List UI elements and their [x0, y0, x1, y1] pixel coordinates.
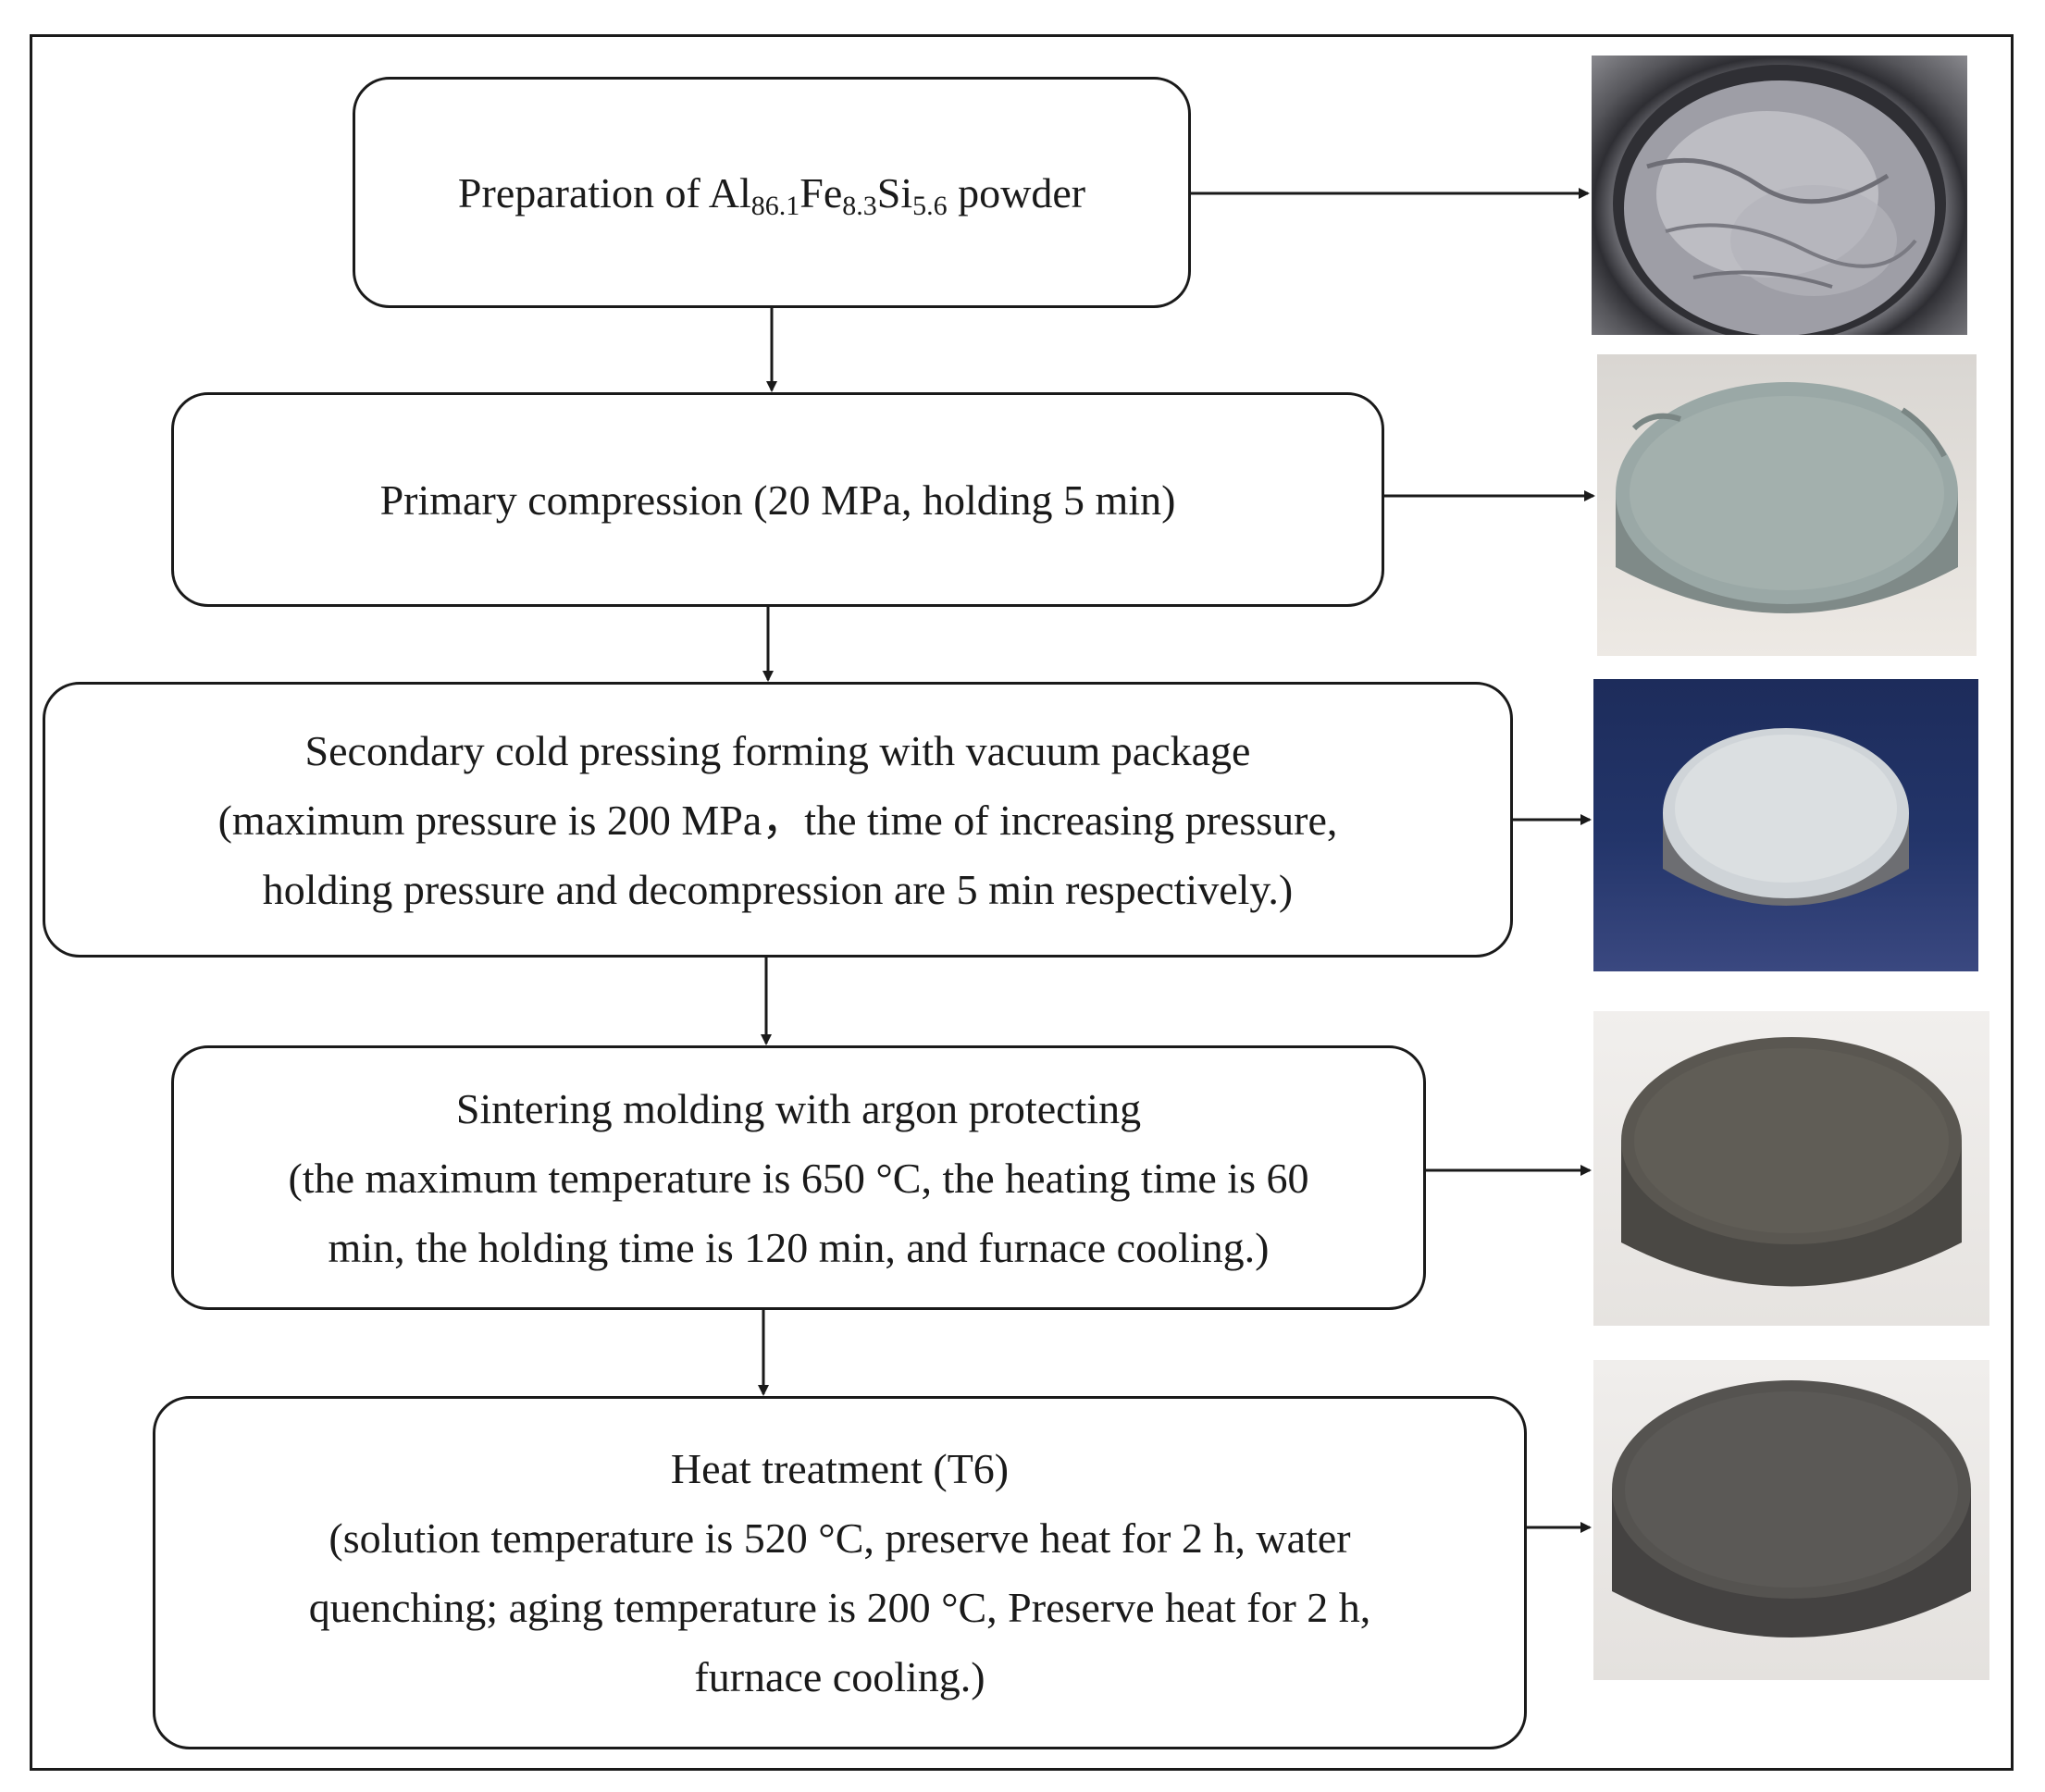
photo-heat-treated	[1593, 1360, 1989, 1680]
step-powder-preparation: Preparation of Al86.1Fe8.3Si5.6 powder	[353, 77, 1191, 308]
photo-primary-compact	[1597, 354, 1977, 656]
step-line: quenching; aging temperature is 200 °C, …	[308, 1584, 1371, 1631]
formula-al: Preparation of Al	[457, 168, 751, 216]
subscript-fe: 8.3	[842, 190, 877, 221]
treated-disc-image	[1612, 1380, 1971, 1638]
step-line: furnace cooling.)	[694, 1653, 985, 1700]
step-secondary-cold-pressing: Secondary cold pressing forming with vac…	[43, 682, 1513, 958]
step-sintering-molding: Sintering molding with argon protecting …	[171, 1045, 1426, 1310]
step-line: (solution temperature is 520 °C, preserv…	[328, 1514, 1351, 1562]
sintered-disc-image	[1621, 1037, 1962, 1287]
powder-image	[1613, 65, 1946, 335]
powder-label: powder	[947, 168, 1086, 216]
step-powder-preparation-title: Preparation of Al86.1Fe8.3Si5.6 powder	[458, 158, 1085, 228]
packed-disc-image	[1663, 728, 1909, 906]
step-line: Primary compression (20 MPa, holding 5 m…	[379, 476, 1176, 524]
photo-vacuum-packed	[1593, 679, 1978, 971]
step-heat-treatment: Heat treatment (T6) (solution temperatur…	[153, 1396, 1527, 1749]
formula-fe: Fe	[799, 168, 843, 216]
photo-sintered	[1593, 1011, 1989, 1326]
step-line: (the maximum temperature is 650 °C, the …	[288, 1154, 1309, 1202]
step-line: Secondary cold pressing forming with vac…	[304, 726, 1251, 774]
figure-frame	[30, 34, 2014, 1771]
step-primary-compression: Primary compression (20 MPa, holding 5 m…	[171, 392, 1384, 607]
step-line: (maximum pressure is 200 MPa，the time of…	[217, 796, 1338, 844]
step-line: Heat treatment (T6)	[670, 1445, 1010, 1492]
step-line: holding pressure and decompression are 5…	[262, 865, 1294, 913]
disc-image	[1616, 382, 1958, 613]
formula-si: Si	[876, 168, 913, 216]
subscript-si: 5.6	[912, 190, 948, 221]
photo-powder	[1592, 56, 1967, 335]
step-line: Sintering molding with argon protecting	[455, 1084, 1142, 1132]
step-line: min, the holding time is 120 min, and fu…	[328, 1223, 1270, 1271]
subscript-al: 86.1	[750, 190, 800, 221]
